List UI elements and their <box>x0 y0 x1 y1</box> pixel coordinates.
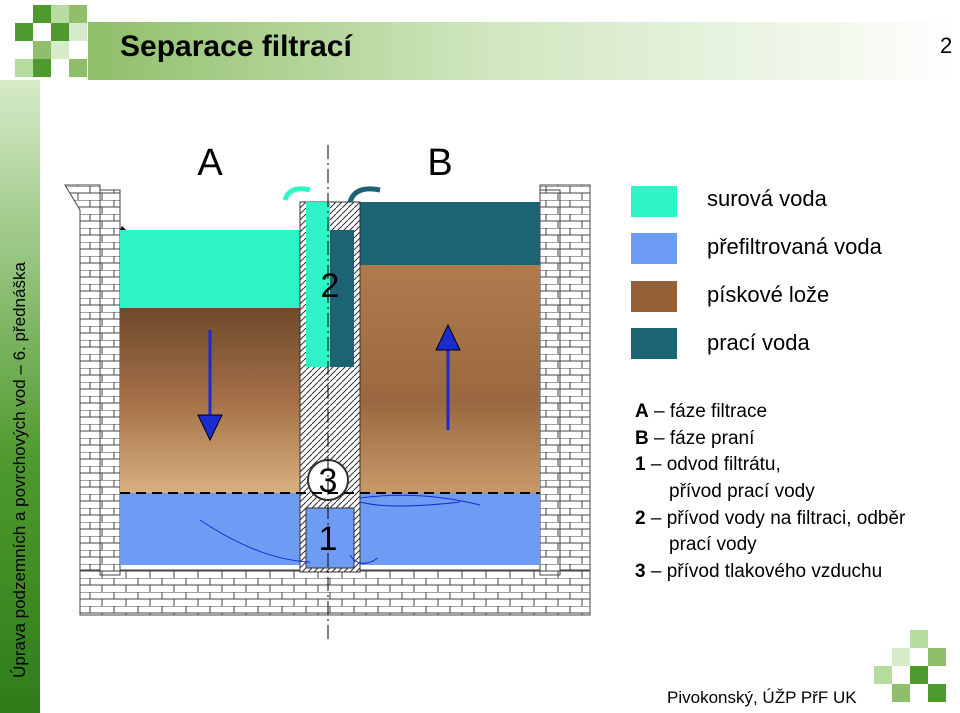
key-line: prací vody <box>669 534 757 555</box>
label-b: B <box>427 142 452 184</box>
label-a: A <box>197 142 223 184</box>
filter-diagram: A B 2 3 1 <box>64 142 591 640</box>
side-bar <box>0 80 40 713</box>
slide-number: 2 <box>940 33 953 58</box>
key-line: 1 – odvod filtrátu, <box>635 454 781 475</box>
legend-label-raw-water: surová voda <box>707 186 827 211</box>
key-line: 2 – přívod vody na filtraci, odběr <box>635 508 906 529</box>
side-caption: Úprava podzemních a povrchových vod – 6.… <box>10 262 29 678</box>
sand-bed-b <box>360 265 540 493</box>
label-2: 2 <box>321 267 340 305</box>
filtered-water-a <box>120 493 300 565</box>
footer-credit: Pivokonský, ÚŽP PřF UK <box>667 688 857 707</box>
key-line: A – fáze filtrace <box>635 401 768 422</box>
legend-label-filtered-water: přefiltrovaná voda <box>707 234 882 259</box>
channel-1 <box>305 507 355 569</box>
wash-water-b <box>360 202 540 265</box>
title-bar <box>88 22 960 80</box>
key-line: přívod prací vody <box>669 481 815 502</box>
key-line: 3 – přívod tlakového vzduchu <box>635 561 883 582</box>
key-line: B – fáze praní <box>635 428 755 449</box>
legend-swatch-raw-water <box>631 186 677 217</box>
label-1: 1 <box>319 520 338 558</box>
filtered-water-b <box>360 493 540 565</box>
slide-title: Separace filtrací <box>120 30 352 63</box>
channel-2-raw <box>306 202 330 367</box>
label-3: 3 <box>319 462 338 500</box>
legend-swatch-sand-bed <box>631 281 677 312</box>
legend-swatch-wash-water <box>631 328 677 359</box>
legend-label-sand-bed: pískové lože <box>707 282 830 307</box>
legend-swatch-filtered-water <box>631 233 677 264</box>
channel-2-wash <box>330 230 354 367</box>
bottom-wall <box>79 569 591 616</box>
raw-water-a <box>120 230 300 308</box>
legend-label-wash-water: prací voda <box>707 330 810 355</box>
